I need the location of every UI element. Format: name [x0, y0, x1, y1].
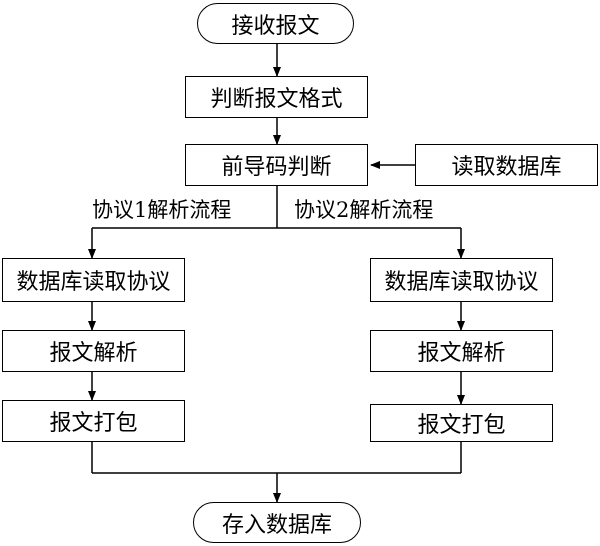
branch1-parse-box: 报文解析 — [2, 330, 185, 372]
read-database-box: 读取数据库 — [415, 144, 598, 186]
branch2-pack-box: 报文打包 — [370, 404, 553, 442]
start-node: 接收报文 — [197, 3, 354, 44]
branch2-read-protocol-box: 数据库读取协议 — [370, 258, 553, 302]
end-node: 存入数据库 — [193, 502, 361, 543]
branch1-pack-box: 报文打包 — [2, 400, 185, 442]
branch2-parse-box: 报文解析 — [370, 330, 553, 372]
branch2-label: 协议2解析流程 — [294, 198, 434, 222]
check-format-box: 判断报文格式 — [185, 76, 368, 118]
preamble-check-box: 前导码判断 — [185, 144, 368, 186]
branch1-label: 协议1解析流程 — [92, 198, 232, 222]
branch1-read-protocol-box: 数据库读取协议 — [2, 258, 185, 302]
